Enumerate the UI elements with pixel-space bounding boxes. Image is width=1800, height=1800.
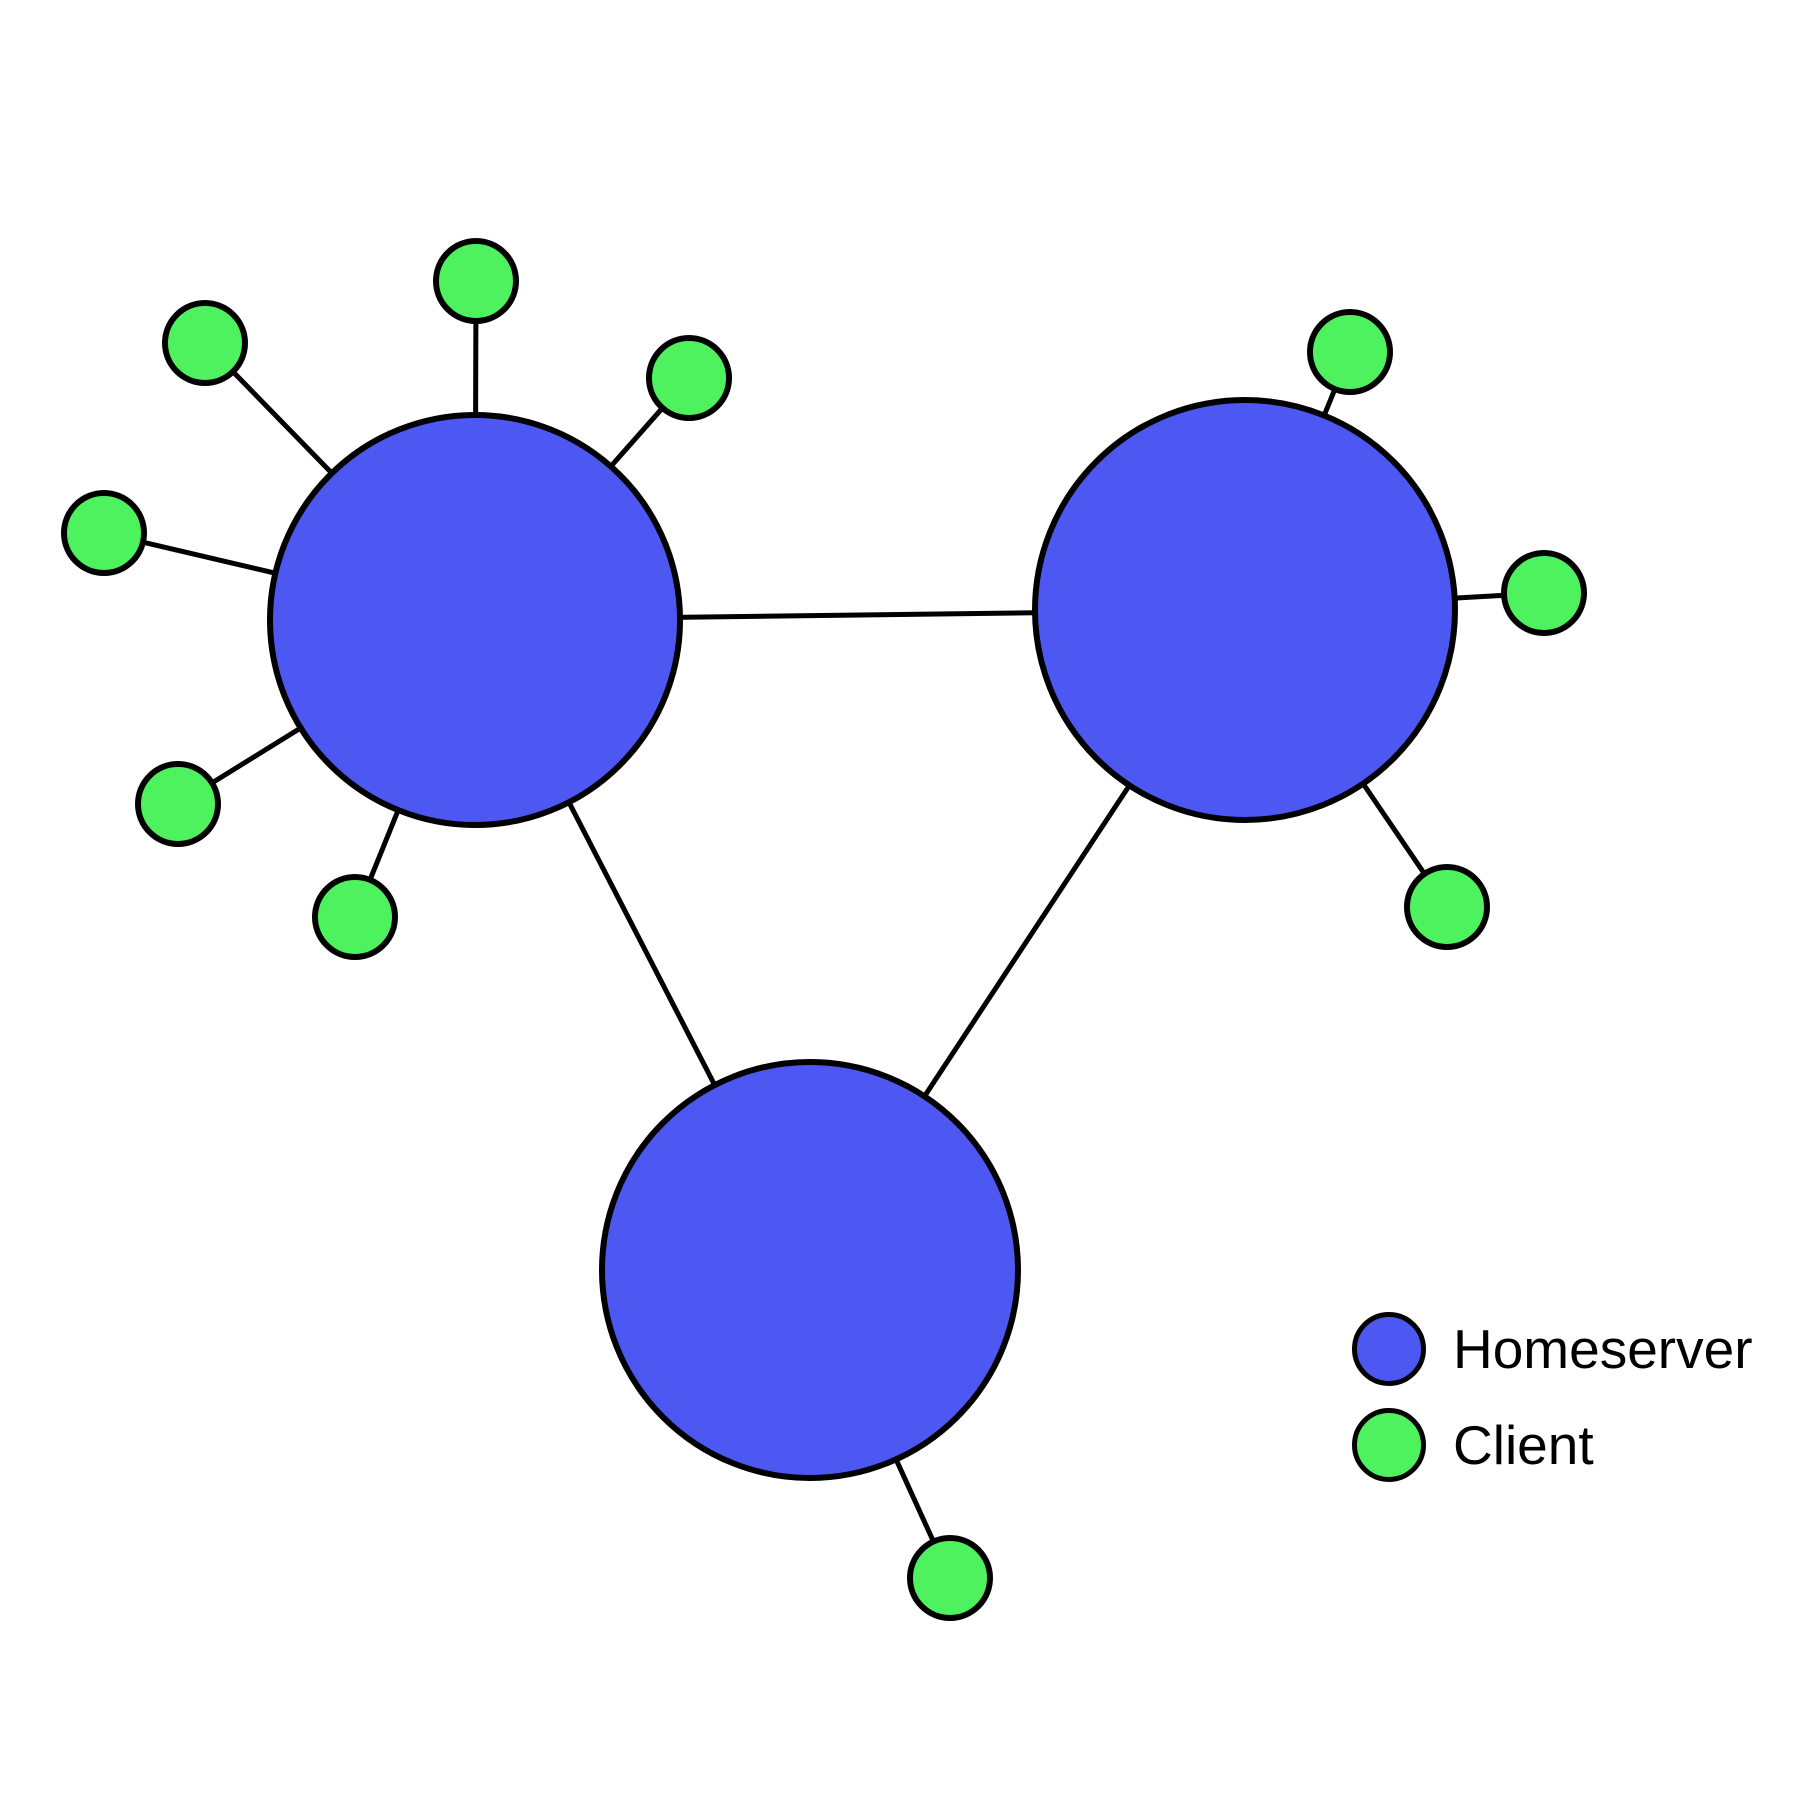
homeserver-node-hs-top-left bbox=[267, 412, 683, 828]
homeserver-node-hs-bottom bbox=[599, 1059, 1021, 1481]
homeserver-node-hs-top-right bbox=[1032, 397, 1458, 823]
legend: Homeserver Client bbox=[1352, 1312, 1753, 1482]
legend-homeserver-label: Homeserver bbox=[1453, 1317, 1753, 1380]
client-node-client-tl-lower-left bbox=[135, 761, 221, 847]
client-node-client-b-bottom bbox=[907, 1535, 993, 1621]
legend-client-swatch-circle bbox=[1352, 1408, 1426, 1482]
legend-item-homeserver: Homeserver bbox=[1352, 1312, 1753, 1386]
legend-item-client: Client bbox=[1352, 1408, 1753, 1482]
client-node-client-tr-top bbox=[1307, 309, 1393, 395]
client-node-client-tl-bottom bbox=[312, 874, 398, 960]
client-node-client-tl-upper-left bbox=[162, 300, 248, 386]
client-node-client-tl-top bbox=[433, 238, 519, 324]
client-node-client-tl-left bbox=[61, 490, 147, 576]
client-node-client-tr-right bbox=[1501, 550, 1587, 636]
legend-homeserver-swatch-circle bbox=[1352, 1312, 1426, 1386]
legend-client-label: Client bbox=[1453, 1413, 1594, 1476]
client-node-client-tl-upper-right bbox=[646, 335, 732, 421]
client-node-client-tr-lower-right bbox=[1404, 864, 1490, 950]
